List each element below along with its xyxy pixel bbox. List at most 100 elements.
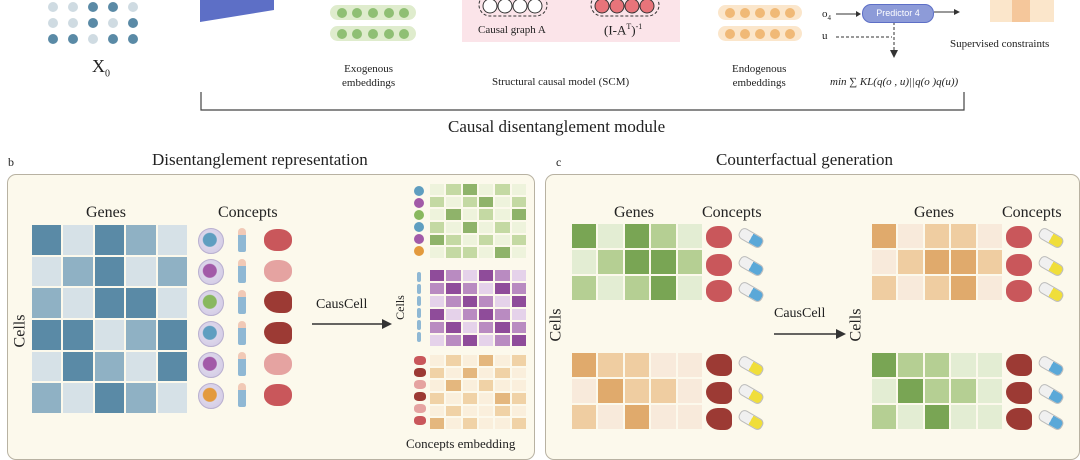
matrix-cell [32,225,62,255]
pill-icon [1036,382,1066,406]
matrix-cell [572,276,597,300]
matrix-cell [478,418,494,429]
matrix-cell [478,234,494,246]
matrix-cell [624,250,650,274]
matrix-cell [977,224,1002,248]
matrix-cell [446,209,461,220]
human-icon [238,259,246,283]
matrix-cell [478,380,494,391]
matrix-cell [495,335,510,346]
matrix-cell [951,353,976,377]
matrix-cell [126,256,156,287]
module-title: Causal disentanglement module [448,117,666,136]
panel-c-tag: c [556,155,562,169]
causcell-label-c: CausCell [774,306,826,321]
matrix-cell [624,405,650,429]
matrix-cell [462,234,477,246]
panel-c-cells-left: Cells [547,308,565,342]
matrix-cell [32,319,62,350]
lung-icon [706,226,732,248]
exogenous-embedding-row [330,26,416,41]
exogenous-embedding-row [330,5,416,20]
matrix-cell [478,184,494,195]
matrix-cell [872,379,897,403]
matrix-cell [951,405,976,429]
matrix-cell [598,224,623,248]
human-icon [417,332,421,342]
x0-dot [48,18,58,28]
cell-icon [198,290,224,316]
matrix-cell [495,184,510,195]
stomach-icon [264,353,292,375]
matrix-cell [63,256,93,287]
panel-c-concepts-right: Concepts [1002,204,1062,221]
cell-icon [198,259,224,285]
embedding-orange-grid [430,355,526,429]
matrix-cell [872,276,897,300]
matrix-cell [430,335,445,346]
human-icon [417,284,421,294]
matrix-cell [430,283,445,294]
matrix-cell [462,418,477,429]
matrix-cell [598,276,623,300]
stomach-icon [264,260,292,282]
x0-dot [128,2,138,12]
module-bracket [200,92,965,111]
matrix-cell [478,355,494,366]
matrix-cell [478,309,494,320]
embedding-side-icons [414,184,428,434]
matrix-cell [572,405,597,429]
organ-icon [414,356,426,365]
pill-icon [736,354,766,378]
matrix-cell [951,250,976,274]
organ-icon [414,404,426,413]
matrix-cell [677,405,702,429]
lung-icon [264,384,292,406]
matrix-cell [430,296,445,307]
scm-red-nodes [590,0,660,17]
concept-icons-b [196,225,306,415]
matrix-cell [462,270,477,281]
matrix-cell [446,234,461,246]
matrix-cell [94,256,125,287]
human-icon [417,320,421,330]
matrix-cell [511,234,526,246]
panel-c-genes-left: Genes [614,204,654,221]
x0-dot [108,2,118,12]
x0-dot [88,18,98,28]
matrix-cell [430,367,445,379]
matrix-cell [157,288,187,318]
matrix-c-top-right [872,224,1002,300]
matrix-cell [677,276,702,300]
matrix-cell [430,270,445,281]
matrix-cell [446,418,461,429]
matrix-cell [430,309,445,320]
matrix-cell [924,405,950,429]
embedding-purple-grid [430,270,526,346]
lung-icon [1006,280,1032,302]
matrix-cell [495,196,510,208]
matrix-cell [872,224,897,248]
matrix-cell [462,355,477,366]
cell-icon [198,352,224,378]
cell-icon [414,198,424,208]
matrix-cell [511,309,526,320]
matrix-cell [511,335,526,346]
matrix-cell [495,283,510,294]
matrix-cell [446,309,461,320]
matrix-cell [94,319,125,350]
matrix-cell [430,405,445,417]
matrix-cell [572,379,597,403]
matrix-cell [924,224,950,248]
matrix-cell [430,418,445,429]
matrix-cell [495,209,510,220]
matrix-cell [478,367,494,379]
matrix-cell [624,353,650,377]
matrix-c-top-left [572,224,702,300]
matrix-cell [32,383,62,413]
x0-dot [128,34,138,44]
endogenous-embedding-row [718,5,802,20]
matrix-cell [157,319,187,350]
human-icon [238,228,246,252]
